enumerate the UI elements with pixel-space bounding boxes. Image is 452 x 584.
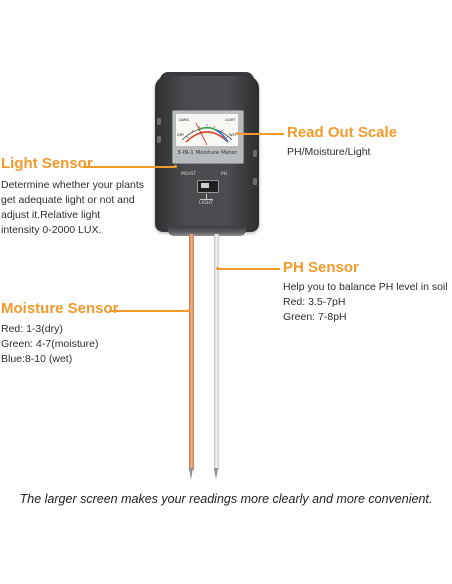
light-sensor-leader-line (84, 166, 175, 168)
moisture-sensor-line: Green: 4-7(moisture) (1, 338, 99, 350)
light-sensor-line: adjust it.Relative light (1, 209, 101, 221)
switch-indicator (206, 194, 207, 199)
ph-probe (214, 234, 219, 470)
read-out-leader-line (238, 133, 284, 135)
mode-switch-knob[interactable] (201, 183, 209, 188)
ph-probe-tip (214, 468, 218, 480)
ph-sensor-line: Green: 7-8pH (283, 311, 347, 323)
meter-dial: DARK LIGHT DRY WET (176, 114, 238, 146)
scale-wet-label: WET (229, 133, 238, 137)
moisture-sensor-title: Moisture Sensor (1, 300, 119, 317)
ph-sensor-leader-dot (216, 267, 219, 270)
ph-sensor-title: PH Sensor (283, 259, 359, 276)
meter-scale-graphic: DARK LIGHT DRY WET (177, 118, 238, 146)
moisture-sensor-leader-line (109, 310, 189, 312)
switch-ph-label: PH (221, 172, 228, 177)
scale-light-label: LIGHT (225, 118, 236, 122)
moisture-probe (189, 234, 194, 470)
moisture-sensor-leader-dot (188, 309, 191, 312)
scale-dark-label: DARK (179, 118, 189, 122)
side-button (157, 118, 161, 125)
moisture-probe-tip (189, 468, 193, 480)
ph-sensor-description: Help you to balance PH level in soil Red… (283, 280, 448, 325)
meter-model-label: 3-IN-1 Moisture Meter (177, 150, 237, 156)
light-sensor-description: Determine whether your plants get adequa… (1, 178, 144, 238)
ph-sensor-line: Help you to balance PH level in soil (283, 281, 448, 293)
side-button (253, 150, 257, 157)
light-sensor-line: get adequate light or not and (1, 194, 135, 206)
read-out-title: Read Out Scale (287, 124, 398, 141)
ph-sensor-leader-line (218, 268, 280, 270)
switch-moist-label: MOIST (181, 172, 197, 177)
light-sensor-title: Light Sensor (1, 155, 93, 172)
bottom-caption: The larger screen makes your readings mo… (19, 492, 433, 506)
read-out-leader-dot (236, 132, 239, 135)
moisture-sensor-line: Blue:8-10 (wet) (1, 353, 73, 365)
switch-light-label: LIGHT (199, 201, 214, 206)
side-button (157, 136, 161, 143)
light-sensor-line: intensity 0-2000 LUX. (1, 224, 102, 236)
scale-dry-label: DRY (177, 133, 185, 137)
moisture-sensor-description: Red: 1-3(dry) Green: 4-7(moisture) Blue:… (1, 322, 98, 367)
light-sensor-leader-dot (174, 165, 177, 168)
light-sensor-line: Determine whether your plants (1, 179, 144, 191)
ph-sensor-line: Red: 3.5-7pH (283, 296, 346, 308)
switch-indicator (200, 199, 213, 200)
side-button (253, 178, 257, 185)
device-base (168, 226, 246, 236)
read-out-description: PH/Moisture/Light (287, 146, 371, 158)
moisture-sensor-line: Red: 1-3(dry) (1, 323, 63, 335)
